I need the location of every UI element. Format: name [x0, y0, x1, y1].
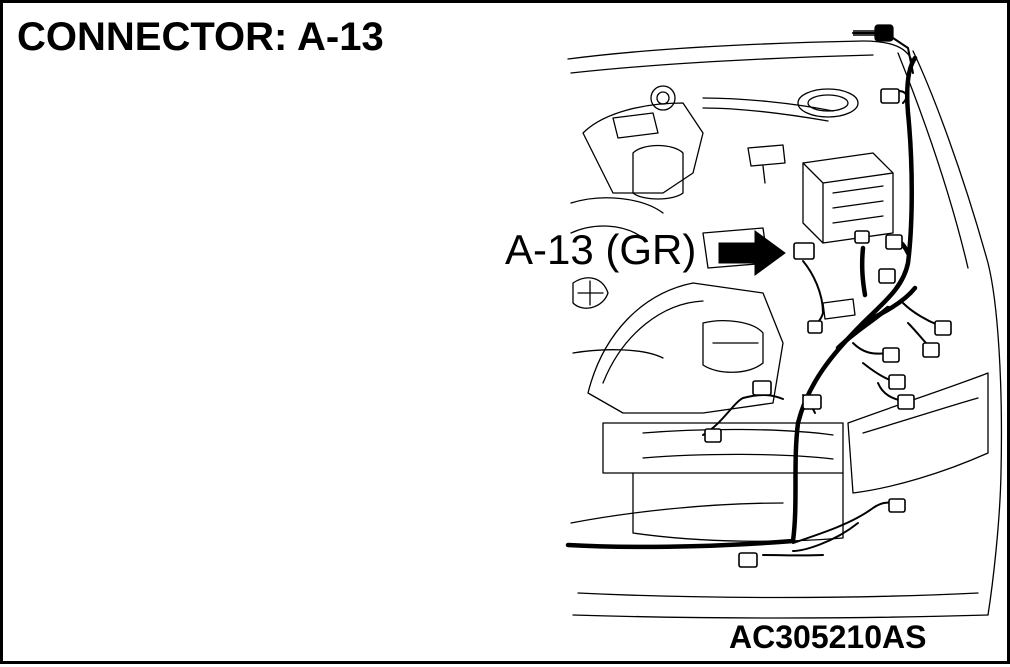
- fender-outline: [912, 50, 1003, 616]
- engine-cover: [582, 102, 704, 194]
- connector-a13: [793, 242, 815, 260]
- diagram-title: CONNECTOR: A-13: [17, 15, 384, 59]
- radiator-support: [602, 422, 844, 474]
- engine-bay-illustration: [565, 24, 1003, 619]
- ground-bolt: [853, 24, 894, 42]
- bumper-bottom-line: [572, 614, 989, 619]
- reservoir: [797, 88, 859, 118]
- pointer-arrow: [718, 230, 786, 276]
- filler-cap: [650, 85, 676, 111]
- relay-box: [802, 152, 894, 244]
- figure-code: AC305210AS: [729, 619, 927, 655]
- oil-cap: [632, 144, 684, 200]
- air-cleaner: [587, 282, 784, 414]
- wiring-harness: [565, 55, 918, 550]
- connector-callout-label: A-13 (GR): [505, 226, 697, 273]
- hood-edge-line: [567, 40, 914, 64]
- headlight-housing: [847, 372, 989, 494]
